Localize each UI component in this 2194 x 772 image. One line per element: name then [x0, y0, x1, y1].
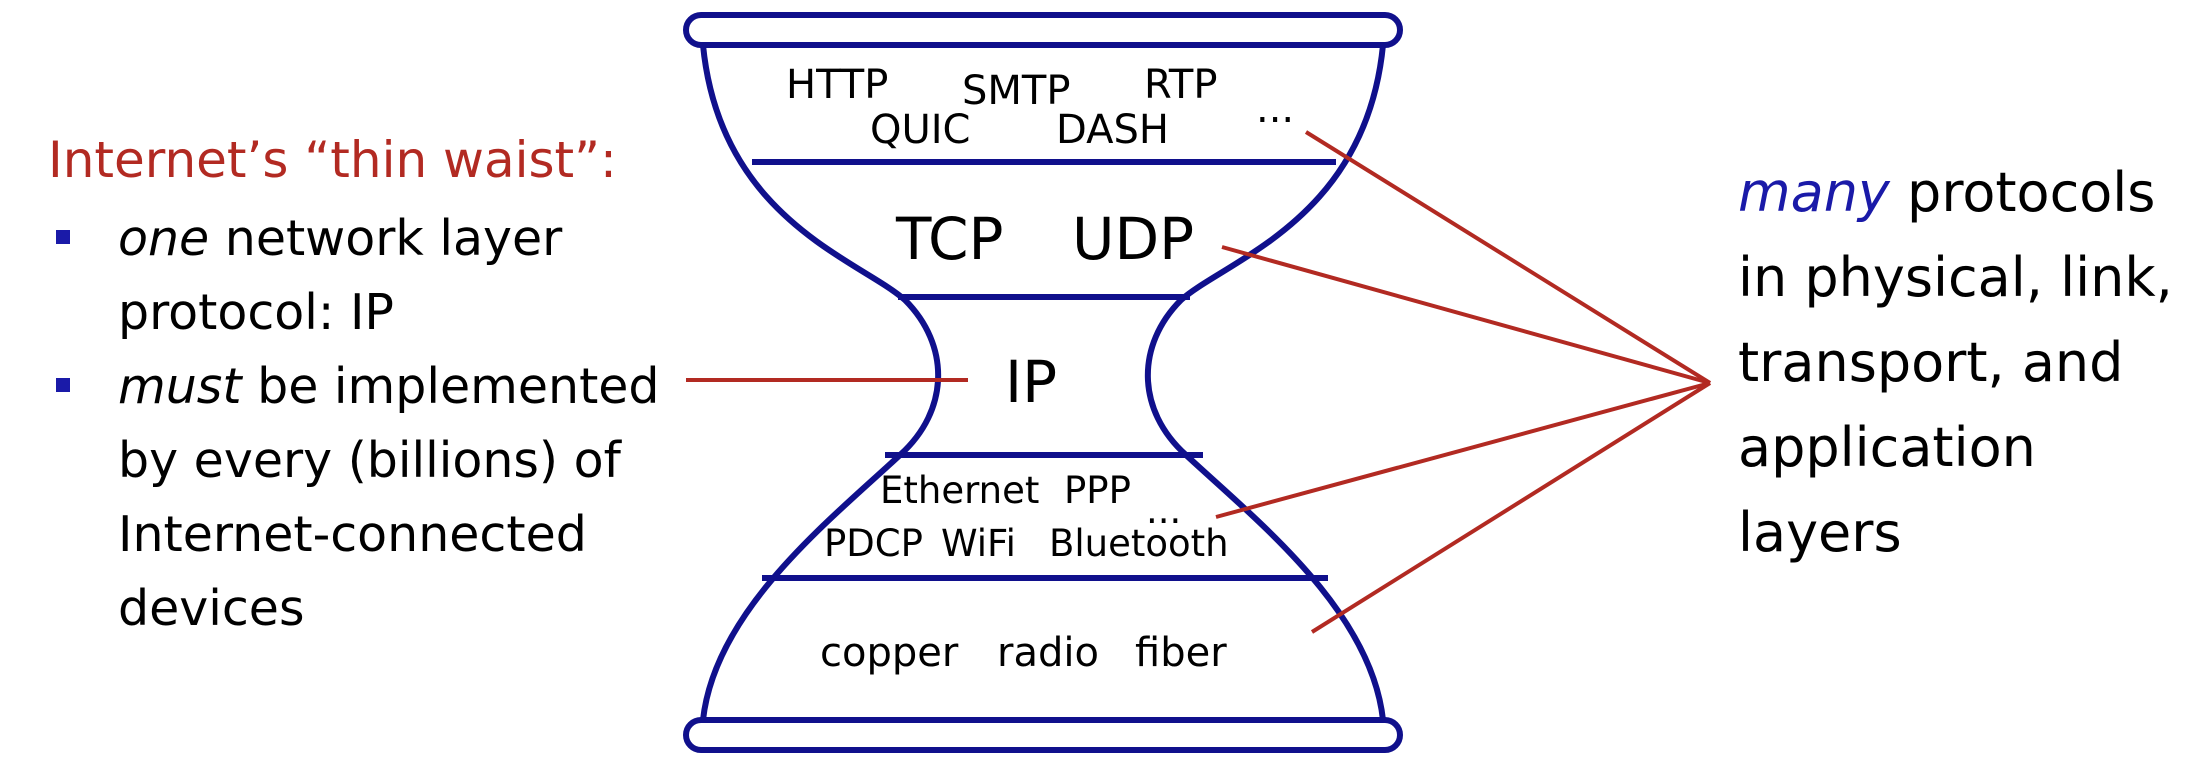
- pointer-line-physical: [1310, 381, 1712, 634]
- thin-waist-annotation: Internet’s “thin waist”: one network lay…: [48, 130, 688, 646]
- protocol-link-ellipsis: ...: [1146, 489, 1181, 532]
- thin-waist-title: Internet’s “thin waist”:: [48, 131, 617, 189]
- bullet-text: be implemented by every (billions) of In…: [118, 358, 660, 637]
- protocol-http: HTTP: [786, 62, 888, 108]
- protocol-tcp: TCP: [895, 205, 1004, 273]
- protocol-ip: IP: [1005, 348, 1057, 416]
- pointer-line-app: [1304, 130, 1712, 385]
- medium-radio: radio: [997, 630, 1099, 676]
- protocol-ppp: PPP: [1064, 469, 1131, 512]
- protocol-udp: UDP: [1072, 205, 1194, 273]
- many-protocols-text: protocols in physical, link, transport, …: [1738, 161, 2173, 564]
- protocol-app-ellipsis: ...: [1256, 86, 1294, 132]
- protocol-ethernet: Ethernet: [880, 469, 1039, 512]
- protocol-pdcp: PDCP: [824, 522, 923, 565]
- bullet-emph: one: [118, 210, 210, 267]
- bullet-emph: must: [118, 358, 242, 415]
- protocol-bluetooth: Bluetooth: [1049, 522, 1229, 565]
- bullet-square-icon: [56, 230, 70, 244]
- protocol-wifi: WiFi: [941, 522, 1016, 565]
- medium-fiber: fiber: [1135, 630, 1227, 676]
- hourglass-outline-right: [1144, 44, 1386, 721]
- many-protocols-annotation: many protocols in physical, link, transp…: [1738, 150, 2188, 575]
- hourglass-bottom-cap: [683, 717, 1403, 753]
- protocol-rtp: RTP: [1144, 62, 1217, 108]
- bullet-must-implement: must be implemented by every (billions) …: [48, 350, 688, 646]
- pointer-line-transport: [1221, 245, 1711, 385]
- protocol-dash: DASH: [1056, 107, 1169, 153]
- bullet-square-icon: [56, 378, 70, 392]
- pointer-line-link: [1215, 381, 1711, 519]
- bullet-text: network layer protocol: IP: [118, 210, 563, 341]
- many-emph: many: [1738, 161, 1890, 224]
- thin-waist-bullets: one network layer protocol: IP must be i…: [48, 202, 688, 646]
- hourglass-top-cap: [683, 12, 1403, 48]
- medium-copper: copper: [820, 630, 959, 676]
- protocol-quic: QUIC: [870, 107, 971, 153]
- bullet-one-protocol: one network layer protocol: IP: [48, 202, 688, 350]
- protocol-smtp: SMTP: [962, 68, 1070, 114]
